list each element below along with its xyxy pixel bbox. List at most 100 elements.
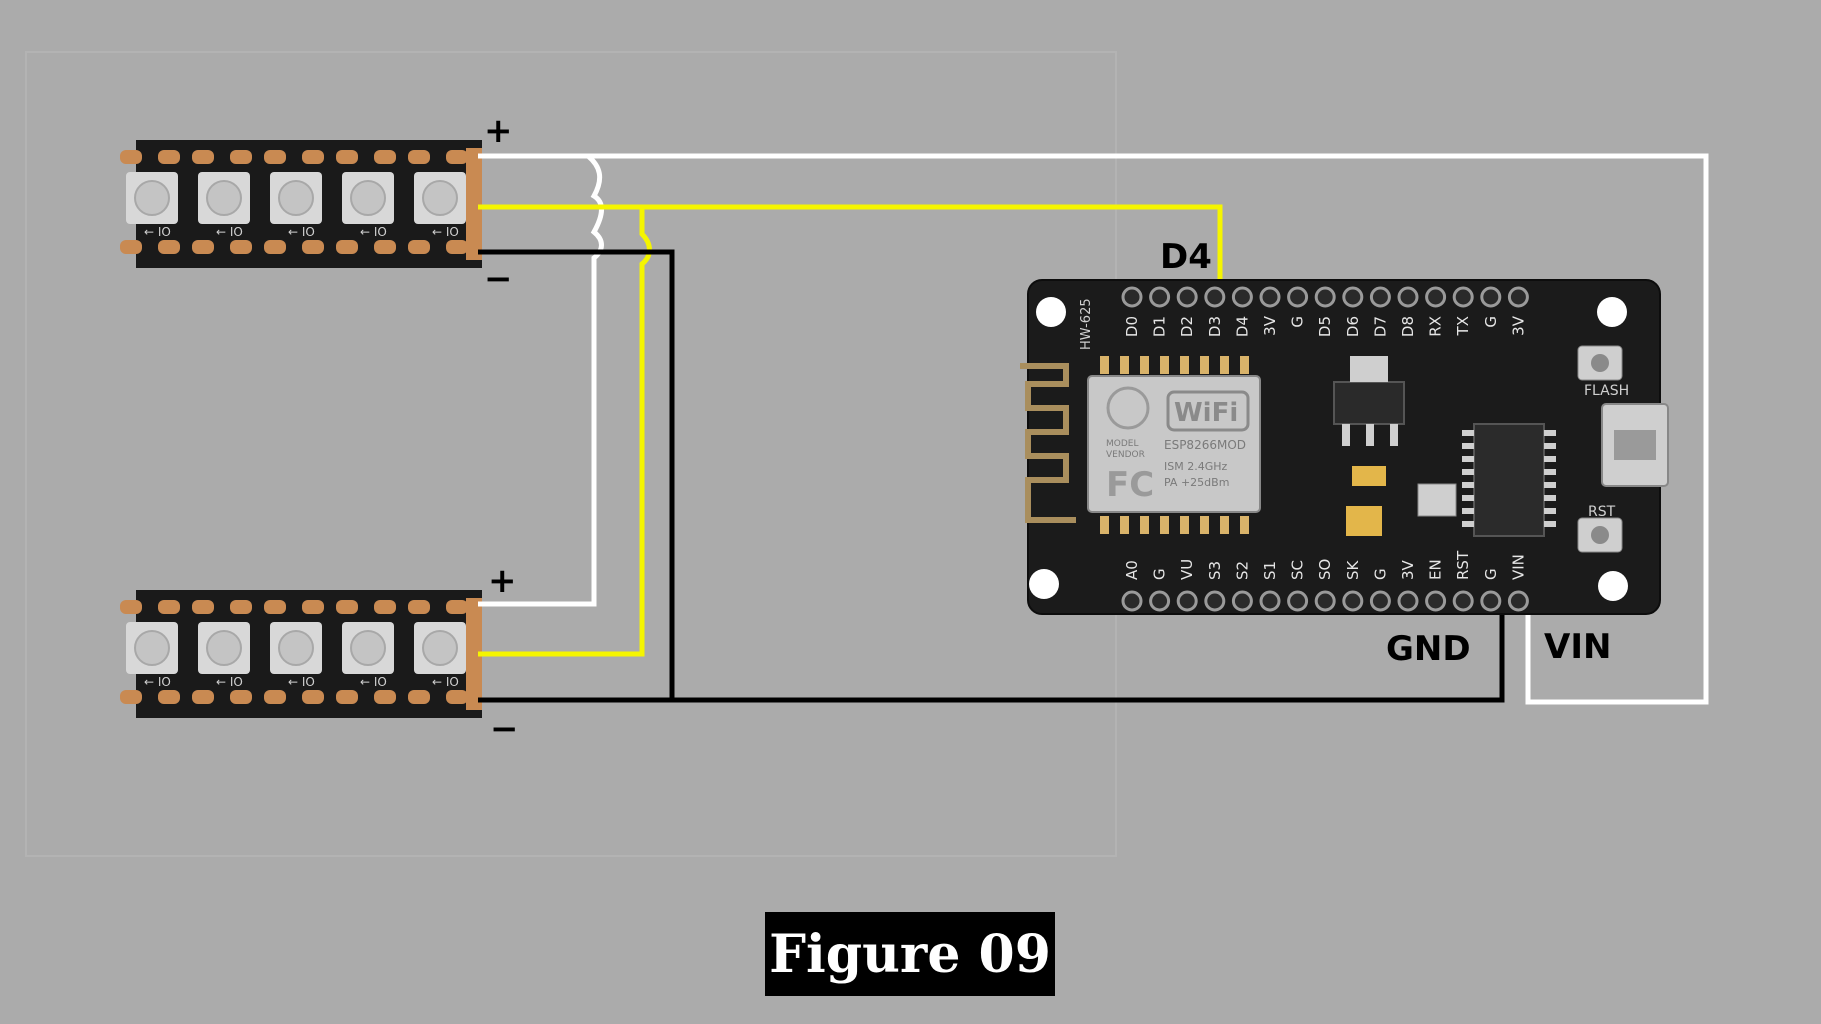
led-lens-icon xyxy=(206,630,242,666)
module-pa-text: PA +25dBm xyxy=(1164,476,1229,489)
tantalum-capacitor-2 xyxy=(1346,506,1382,536)
header-pin xyxy=(1176,286,1198,308)
pin-label: G xyxy=(1371,568,1389,580)
strip-bottom-minus: − xyxy=(490,709,519,749)
wire-ground-bottom xyxy=(478,608,1505,703)
header-pin xyxy=(1369,590,1391,612)
header-pin xyxy=(1204,590,1226,612)
module-pins-bottom xyxy=(1100,516,1249,534)
pin-label: 3V xyxy=(1261,315,1279,336)
header-pin xyxy=(1314,590,1336,612)
header-pin xyxy=(1342,286,1364,308)
header-pin xyxy=(1480,286,1502,308)
pin-label: S1 xyxy=(1261,561,1279,580)
led-lens-icon xyxy=(350,180,386,216)
gnd-connection-label: GND xyxy=(1386,629,1471,669)
led-strip-bottom: ← IO ← IO ← IO ← IO ← IO xyxy=(120,590,482,718)
led-io-arrow-label: ← IO xyxy=(216,225,243,239)
module-pins-top xyxy=(1100,356,1249,374)
module-ism-text: ISM 2.4GHz xyxy=(1164,460,1228,473)
nodemcu-board: WiFi MODEL VENDOR ESP8266MOD FC ISM 2.4G… xyxy=(1020,279,1669,615)
header-pins-bottom xyxy=(1121,590,1529,612)
header-pin xyxy=(1369,286,1391,308)
led-io-arrow-label: ← IO xyxy=(360,675,387,689)
header-pin xyxy=(1149,286,1171,308)
header-pin xyxy=(1149,590,1171,612)
pin-label: VU xyxy=(1178,559,1196,580)
antenna-trace xyxy=(1020,363,1076,523)
pin-label: G xyxy=(1289,316,1307,328)
header-pin xyxy=(1342,590,1364,612)
board-model-label: HW-625 xyxy=(1079,298,1094,350)
vin-connection-label: VIN xyxy=(1544,627,1611,667)
header-pin xyxy=(1314,286,1336,308)
led-io-arrow-label: ← IO xyxy=(432,225,459,239)
pin-label: SK xyxy=(1344,559,1362,580)
led-lens-icon xyxy=(278,630,314,666)
pin-label: D4 xyxy=(1233,316,1251,337)
header-pin xyxy=(1452,590,1474,612)
header-pin xyxy=(1425,590,1447,612)
pin-label: D5 xyxy=(1316,316,1334,337)
pin-label: A0 xyxy=(1123,560,1141,580)
wire-power-top xyxy=(478,153,604,607)
pin-label: VIN xyxy=(1509,554,1527,580)
header-pin xyxy=(1204,286,1226,308)
pin-label: RST xyxy=(1454,550,1472,580)
d4-connection-label: D4 xyxy=(1160,237,1212,277)
led-io-arrow-label: ← IO xyxy=(360,225,387,239)
header-pin xyxy=(1231,590,1253,612)
pin-label: RX xyxy=(1427,316,1445,337)
strip-top-minus: − xyxy=(484,259,513,299)
voltage-regulator xyxy=(1333,381,1405,425)
led-lens-icon xyxy=(278,180,314,216)
header-pin xyxy=(1507,286,1529,308)
pin-label: G xyxy=(1482,316,1500,328)
rst-label: RST xyxy=(1588,504,1616,520)
pin-label: D2 xyxy=(1178,316,1196,337)
mount-hole-tr xyxy=(1597,297,1627,327)
header-pin xyxy=(1397,286,1419,308)
strip-bottom-plus: + xyxy=(488,561,517,601)
led-io-arrow-label: ← IO xyxy=(288,675,315,689)
wire-ground-top xyxy=(478,249,675,700)
pin-label: D0 xyxy=(1123,316,1141,337)
strip-top-plus: + xyxy=(484,111,513,151)
mount-hole-tl xyxy=(1036,297,1066,327)
tantalum-capacitor xyxy=(1352,466,1386,486)
mount-hole-bl xyxy=(1029,569,1059,599)
pin-label: D1 xyxy=(1151,316,1169,337)
led-io-arrow-label: ← IO xyxy=(144,675,171,689)
led-lens-icon xyxy=(134,180,170,216)
header-pin xyxy=(1480,590,1502,612)
header-pin xyxy=(1231,286,1253,308)
header-pin xyxy=(1287,590,1309,612)
header-pins-top xyxy=(1121,286,1529,308)
figure-caption: Figure 09 xyxy=(765,912,1055,996)
pin-label: S3 xyxy=(1206,561,1224,580)
pin-label: D8 xyxy=(1399,316,1417,337)
led-io-arrow-label: ← IO xyxy=(216,675,243,689)
module-vendor-text: MODEL xyxy=(1106,439,1138,449)
header-pin xyxy=(1259,590,1281,612)
header-pin xyxy=(1121,590,1143,612)
led-lens-icon xyxy=(350,630,386,666)
pin-label: D7 xyxy=(1371,316,1389,337)
rst-button-cap-icon xyxy=(1591,526,1609,544)
flash-label: FLASH xyxy=(1584,383,1629,399)
esp-module xyxy=(1087,375,1261,513)
header-pin xyxy=(1121,286,1143,308)
header-pin xyxy=(1507,590,1529,612)
pin-label: S2 xyxy=(1233,561,1251,580)
module-logo-icon xyxy=(1106,386,1150,430)
header-pin xyxy=(1176,590,1198,612)
pin-label: G xyxy=(1482,568,1500,580)
usb-serial-chip xyxy=(1473,423,1545,537)
pin-label: 3V xyxy=(1399,559,1417,580)
mount-hole-br xyxy=(1598,571,1628,601)
led-io-arrow-label: ← IO xyxy=(288,225,315,239)
led-io-arrow-label: ← IO xyxy=(144,225,171,239)
module-wifi-text: WiFi xyxy=(1174,398,1238,428)
led-io-arrow-label: ← IO xyxy=(432,675,459,689)
